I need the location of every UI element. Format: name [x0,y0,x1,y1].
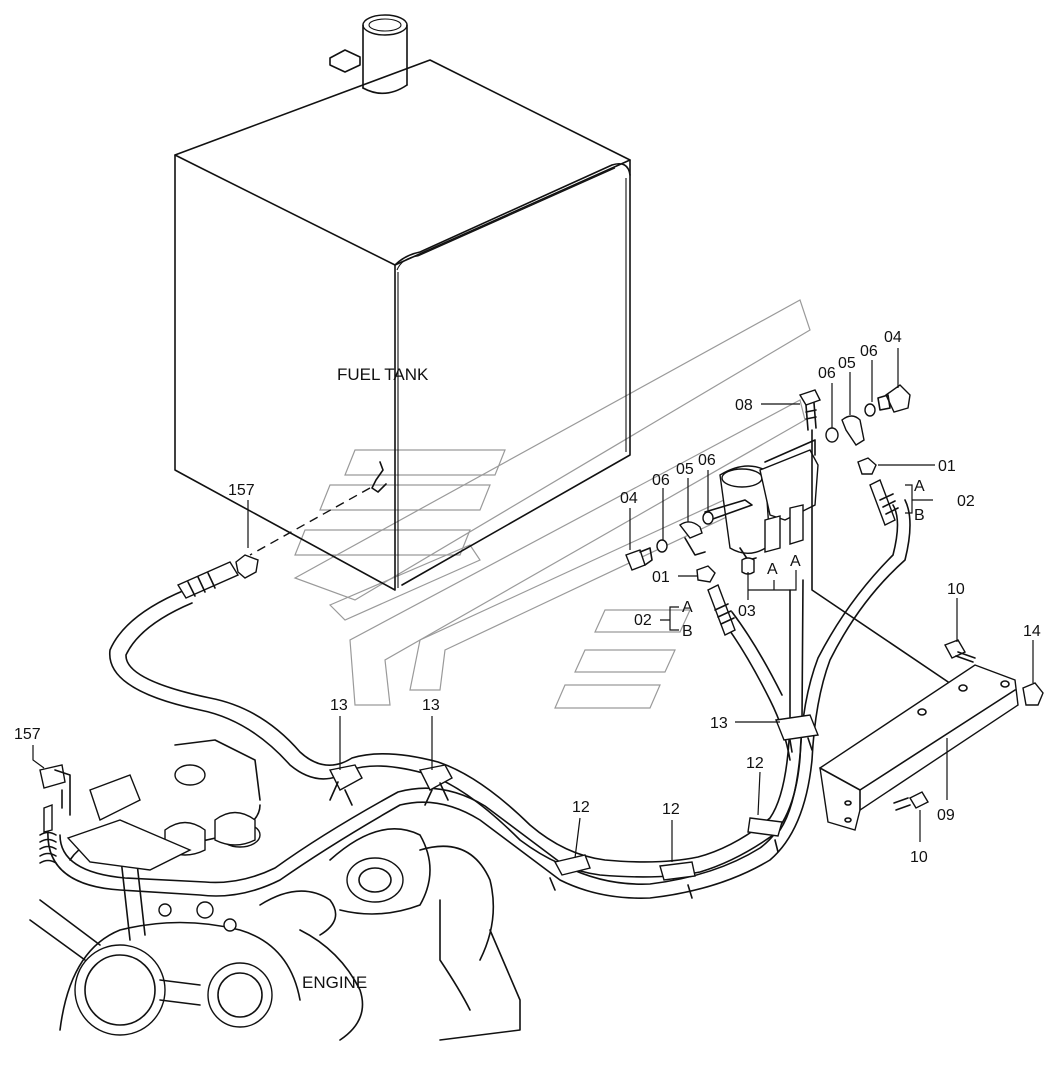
callout-12-right: 12 [746,755,764,772]
callout-06-left-b: 06 [698,452,716,469]
label-a-right: A [914,478,925,495]
callout-04-left: 04 [620,490,638,507]
engine-label: ENGINE [302,973,367,992]
hardware [625,384,911,583]
fuel-tank-label: FUEL TANK [337,365,429,384]
bracket [819,639,1044,831]
callout-02-right: 02 [957,493,975,510]
callout-03: 03 [738,603,756,620]
callout-12-left: 12 [572,799,590,816]
callout-04-top: 04 [884,329,902,346]
callout-10-top: 10 [947,581,965,598]
engine [29,739,521,1041]
callout-12-mid: 12 [662,801,680,818]
callout-02-left: 02 [634,612,652,629]
callout-06-top-a: 06 [818,365,836,382]
callout-157-engine: 157 [14,726,41,743]
callout-05-top: 05 [838,355,856,372]
callout-13-mid: 13 [422,697,440,714]
hidden-line [249,487,371,556]
hose-fittings [39,479,899,864]
label-b-left: B [682,623,693,640]
callout-10-bottom: 10 [910,849,928,866]
callout-14: 14 [1023,623,1041,640]
label-a-filter-2: A [790,553,801,570]
callout-01-left: 01 [652,569,670,586]
callout-157-tank: 157 [228,482,255,499]
callout-13-right: 13 [710,715,728,732]
callout-01-right: 01 [938,458,956,475]
leader-lines [32,348,1034,862]
fuel-filter [704,429,961,691]
callout-06-top-b: 06 [860,343,878,360]
label-b-right: B [914,507,925,524]
callout-06-left-a: 06 [652,472,670,489]
fuel-tank [174,14,631,591]
callout-08: 08 [735,397,753,414]
callout-05-left: 05 [676,461,694,478]
callout-09: 09 [937,807,955,824]
label-a-filter-1: A [767,561,778,578]
callout-13-left: 13 [330,697,348,714]
label-a-left: A [682,599,693,616]
hose-clamps [328,714,819,899]
